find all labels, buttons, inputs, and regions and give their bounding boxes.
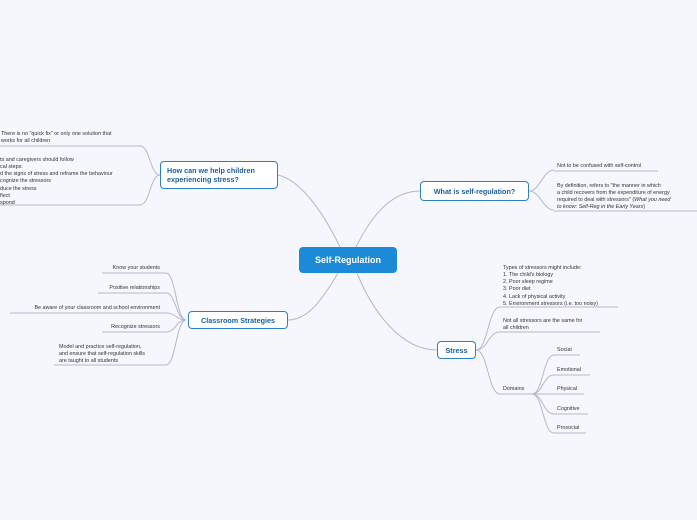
leaf-line-italic: What you need — [634, 197, 671, 204]
leaf-model-practice[interactable]: Model and practice self-regulation, and … — [59, 344, 145, 365]
central-topic-label: Self-Regulation — [314, 255, 381, 265]
leaf-line: all children — [503, 325, 529, 332]
topic-label-line-1: How can we help children — [167, 166, 255, 175]
topic-label: Classroom Strategies — [201, 315, 275, 325]
leaf-line-italic: to know: Self-Reg in the Early Years — [557, 204, 644, 211]
topic-how-can-we-help[interactable]: How can we help children experiencing st… — [160, 161, 278, 189]
leaf-line: d the signs of stress and reframe the be… — [0, 171, 113, 178]
link-central-help — [277, 174, 341, 248]
leaf-definition[interactable]: By definition, refers to "the manner in … — [557, 183, 670, 212]
leaf-line: Types of stressors might include: — [503, 265, 582, 271]
leaf-line: works for all children — [1, 138, 51, 145]
link-central-stress — [356, 272, 438, 351]
leaf-text: Domains — [503, 386, 525, 392]
leaf-text: Recognize stressors — [111, 324, 160, 330]
leaf-line-part: ) — [643, 204, 645, 211]
leaf-line: There is no "quick fix" or only one solu… — [1, 131, 112, 137]
leaf-line: flect — [0, 192, 10, 199]
leaf-line: a child recovers from the expenditure of… — [557, 190, 670, 197]
leaf-line: ts and caregivers should follow — [0, 157, 74, 163]
topic-label: Stress — [445, 345, 468, 355]
leaf-types-of-stressors[interactable]: Types of stressors might include: 1. The… — [503, 265, 598, 308]
leaf-be-aware-environment[interactable]: Be aware of your classroom and school en… — [34, 305, 160, 312]
leaf-line: 4. Lack of physical activity — [503, 293, 566, 300]
leaf-line: Model and practice self-regulation, — [59, 344, 142, 350]
leaf-text: Positive relationships — [109, 285, 160, 291]
leaf-domain-physical[interactable]: Physical — [557, 386, 577, 393]
leaf-line: duce the stress — [0, 185, 37, 192]
leaf-domains[interactable]: Domains — [503, 386, 524, 393]
leaf-line: cognize the stressors — [0, 178, 51, 185]
leaf-domain-prosocial[interactable]: Prosocial — [557, 425, 579, 432]
leaf-positive-relationships[interactable]: Positive relationships — [109, 285, 160, 292]
leaf-line: 3. Poor diet — [503, 286, 531, 293]
leaf-text: Not to be confused with self-control — [557, 163, 642, 169]
leaf-line: are taught to all students — [59, 358, 119, 365]
leaf-steps[interactable]: ts and caregivers should follow cal step… — [0, 157, 113, 207]
leaf-not-all-same[interactable]: Not all stressors are the same for all c… — [503, 318, 582, 332]
leaf-line: 1. The child's biology — [503, 272, 554, 279]
leaf-line: 5. Environment stressors (i.e. too noisy… — [503, 300, 598, 307]
leaf-line: cal steps: — [0, 164, 23, 171]
leaf-domain-social[interactable]: Social — [557, 347, 572, 354]
topic-stress[interactable]: Stress — [437, 341, 476, 359]
topic-what-is-self-regulation[interactable]: What is self-regulation? — [420, 181, 529, 201]
leaf-not-confused[interactable]: Not to be confused with self-control — [557, 163, 641, 170]
leaf-text: Cognitive — [557, 406, 580, 412]
topic-label: How can we help children experiencing st… — [167, 166, 255, 184]
leaf-line: required to deal with stressors" (What y… — [557, 197, 670, 204]
leaf-text: Physical — [557, 386, 578, 392]
topic-classroom-strategies[interactable]: Classroom Strategies — [188, 311, 288, 329]
leaf-no-quick-fix[interactable]: There is no "quick fix" or only one solu… — [1, 131, 112, 145]
leaf-recognize-stressors[interactable]: Recognize stressors — [111, 324, 160, 331]
leaf-text: Know your students — [112, 265, 160, 271]
central-topic-self-regulation[interactable]: Self-Regulation — [299, 247, 397, 273]
leaf-text: Emotional — [557, 367, 581, 373]
leaf-line: By definition, refers to "the manner in … — [557, 183, 661, 189]
link-central-what — [355, 190, 421, 248]
leaf-line: 2. Poor sleep regime — [503, 279, 553, 286]
leaf-text: Be aware of your classroom and school en… — [34, 305, 160, 311]
leaf-text: Prosocial — [557, 425, 580, 431]
topic-label-line-2: experiencing stress? — [167, 175, 239, 184]
link-central-classroom — [287, 272, 339, 321]
leaf-line: to know: Self-Reg in the Early Years) — [557, 204, 670, 211]
leaf-line: and ensure that self-regulation skills — [59, 351, 145, 358]
leaf-line: Not all stressors are the same for — [503, 318, 583, 324]
leaf-domain-emotional[interactable]: Emotional — [557, 367, 581, 374]
leaf-line-part: required to deal with stressors" ( — [557, 197, 635, 204]
leaf-know-students[interactable]: Know your students — [113, 265, 160, 272]
topic-label: What is self-regulation? — [433, 186, 516, 196]
leaf-domain-cognitive[interactable]: Cognitive — [557, 406, 579, 413]
leaf-line: spond — [0, 199, 15, 206]
leaf-text: Social — [557, 347, 572, 353]
